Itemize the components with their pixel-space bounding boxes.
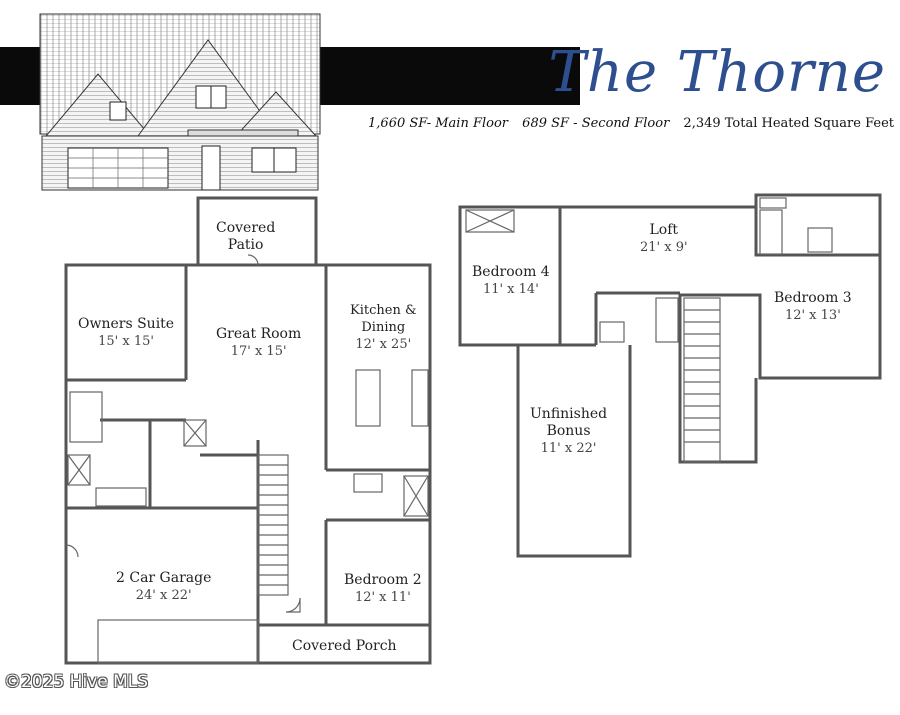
covered-patio-label: Covered Patio xyxy=(216,220,275,254)
bonus-dim: 11' x 22' xyxy=(540,441,597,456)
covered-porch-name: Covered Porch xyxy=(292,638,397,654)
bedroom4-name: Bedroom 4 xyxy=(472,264,550,280)
great-room-label: Great Room 17' x 15' xyxy=(216,326,301,360)
bedroom2-name: Bedroom 2 xyxy=(344,572,422,588)
bonus-name: Unfinished Bonus xyxy=(530,406,608,439)
main-floor-sf: 1,660 SF- Main Floor xyxy=(368,116,509,131)
loft-name: Loft xyxy=(649,222,679,238)
garage-label: 2 Car Garage 24' x 22' xyxy=(116,570,211,604)
kitchen-name: Kitchen & Dining xyxy=(350,303,417,335)
great-room-name: Great Room xyxy=(216,326,302,342)
kitchen-label: Kitchen & Dining 12' x 25' xyxy=(350,302,417,353)
bedroom4-label: Bedroom 4 11' x 14' xyxy=(472,264,550,298)
total-sf: 2,349 Total Heated Square Feet xyxy=(683,116,894,131)
square-footage-line: 1,660 SF- Main Floor 689 SF - Second Flo… xyxy=(358,116,894,131)
bedroom4-dim: 11' x 14' xyxy=(482,282,539,297)
garage-name: 2 Car Garage xyxy=(116,570,212,586)
bedroom3-name: Bedroom 3 xyxy=(774,290,852,306)
mls-watermark: ©2025 Hive MLS xyxy=(4,672,149,692)
covered-porch-label: Covered Porch xyxy=(292,638,397,655)
second-floor-details xyxy=(465,197,833,463)
loft-dim: 21' x 9' xyxy=(640,240,688,255)
header-banner-strip xyxy=(328,47,580,105)
great-room-dim: 17' x 15' xyxy=(230,344,287,359)
covered-patio-name: Covered Patio xyxy=(216,220,276,253)
front-elevation-drawing xyxy=(39,13,321,191)
main-floor-details xyxy=(65,254,429,664)
kitchen-dim: 12' x 25' xyxy=(355,337,412,352)
loft-label: Loft 21' x 9' xyxy=(640,222,688,256)
owners-suite-dim: 15' x 15' xyxy=(98,334,154,349)
bedroom2-dim: 12' x 11' xyxy=(354,590,411,605)
garage-dim: 24' x 22' xyxy=(135,588,192,603)
bedroom2-label: Bedroom 2 12' x 11' xyxy=(344,572,422,606)
bonus-label: Unfinished Bonus 11' x 22' xyxy=(530,406,607,457)
bedroom3-label: Bedroom 3 12' x 13' xyxy=(774,290,852,324)
second-floor-sf: 689 SF - Second Floor xyxy=(522,116,670,131)
bedroom3-dim: 12' x 13' xyxy=(784,308,841,323)
plan-title: The Thorne xyxy=(548,40,886,105)
owners-suite-label: Owners Suite 15' x 15' xyxy=(78,316,174,350)
owners-suite-name: Owners Suite xyxy=(78,316,175,332)
